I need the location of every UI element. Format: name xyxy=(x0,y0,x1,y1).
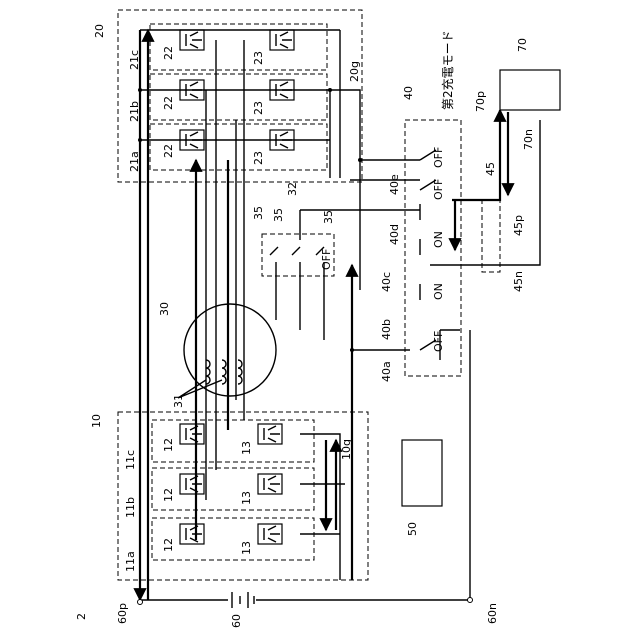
label-sw40d: 40d xyxy=(388,224,401,245)
label-sw23b: 23 xyxy=(252,101,265,115)
label-node60p: 60p xyxy=(116,603,129,624)
label-controller50: 50 xyxy=(406,522,419,536)
wiring xyxy=(138,30,561,608)
leg-21b-box xyxy=(150,74,327,120)
igbt-12a-icon xyxy=(180,524,204,544)
label-leg11c: 11c xyxy=(124,450,137,470)
igbt-13a-icon xyxy=(258,524,282,544)
label-sw40c: 40c xyxy=(380,272,393,292)
label-sw22b: 22 xyxy=(162,96,175,110)
label-inverter20: 20 xyxy=(93,24,106,38)
leg-11a-box xyxy=(152,518,314,560)
label-leg11b: 11b xyxy=(124,497,137,518)
label-leg11a: 11a xyxy=(124,551,137,572)
label-conv20g: 20g xyxy=(348,61,361,82)
label-charger70: 70 xyxy=(516,38,529,52)
label-inverter10: 10 xyxy=(90,414,103,428)
leg-11c-box xyxy=(152,420,314,462)
leg-21c-box xyxy=(150,24,327,70)
label-node60n: 60n xyxy=(486,603,499,624)
label-sw12b: 12 xyxy=(162,488,175,502)
label-conv10g: 10g xyxy=(340,439,353,460)
label-mode-title: 第2充電モード xyxy=(440,30,455,110)
igbt-13c-icon xyxy=(258,424,282,444)
label-sw13b: 13 xyxy=(240,491,253,505)
label-node70n: 70n xyxy=(522,129,535,150)
motor-30 xyxy=(184,304,276,396)
label-node45: 45 xyxy=(484,162,497,176)
label-relay35a: 35 xyxy=(252,206,265,220)
label-sw40e: 40e xyxy=(388,174,401,195)
label-node70p: 70p xyxy=(474,91,487,112)
inverter-20 xyxy=(118,10,362,182)
node-45-box xyxy=(482,200,500,272)
label-state-off-bottom: OFF xyxy=(432,331,445,352)
label-motor30: 30 xyxy=(158,302,171,316)
igbt-12b-icon xyxy=(180,474,204,494)
label-state-on-1: ON xyxy=(432,231,445,248)
label-leg21b: 21b xyxy=(128,101,141,122)
label-state-off-2: OFF xyxy=(432,179,445,200)
label-relay35b: 35 xyxy=(272,208,285,222)
label-battery60: 60 xyxy=(230,614,243,628)
label-sw12a: 12 xyxy=(162,538,175,552)
igbt-22c-icon xyxy=(180,30,204,50)
label-state-on-2: ON xyxy=(432,283,445,300)
label-sw22c: 22 xyxy=(162,46,175,60)
label-switchbox40: 40 xyxy=(402,86,415,100)
labels: 2 20 21c 21b 21a 22 22 22 23 23 23 20g 第… xyxy=(75,24,535,628)
label-sw23a: 23 xyxy=(252,151,265,165)
controller-50 xyxy=(402,440,442,506)
igbt-23c-icon xyxy=(270,30,294,50)
label-leg21c: 21c xyxy=(128,50,141,70)
igbt-13b-icon xyxy=(258,474,282,494)
label-node45p: 45p xyxy=(512,215,525,236)
label-state-off-top: OFF xyxy=(432,147,445,168)
leg-21a-box xyxy=(150,124,327,170)
label-sw13a: 13 xyxy=(240,541,253,555)
battery-60-icon xyxy=(232,592,254,608)
label-relay32: 32 xyxy=(286,182,299,196)
charger-70 xyxy=(500,70,560,110)
igbt-12c-icon xyxy=(180,424,204,444)
leg-11b-box xyxy=(152,468,314,510)
label-state-off-32: OFF xyxy=(320,249,333,270)
label-sw40b: 40b xyxy=(380,319,393,340)
label-sw23c: 23 xyxy=(252,51,265,65)
label-sw40a: 40a xyxy=(380,361,393,382)
label-sw12c: 12 xyxy=(162,438,175,452)
label-leg21a: 21a xyxy=(128,151,141,172)
label-coils31: 31 xyxy=(172,394,185,408)
label-sw22a: 22 xyxy=(162,144,175,158)
label-system: 2 xyxy=(75,613,88,620)
label-node45n: 45n xyxy=(512,271,525,292)
label-relay35c: 35 xyxy=(322,210,335,224)
label-sw13c: 13 xyxy=(240,441,253,455)
